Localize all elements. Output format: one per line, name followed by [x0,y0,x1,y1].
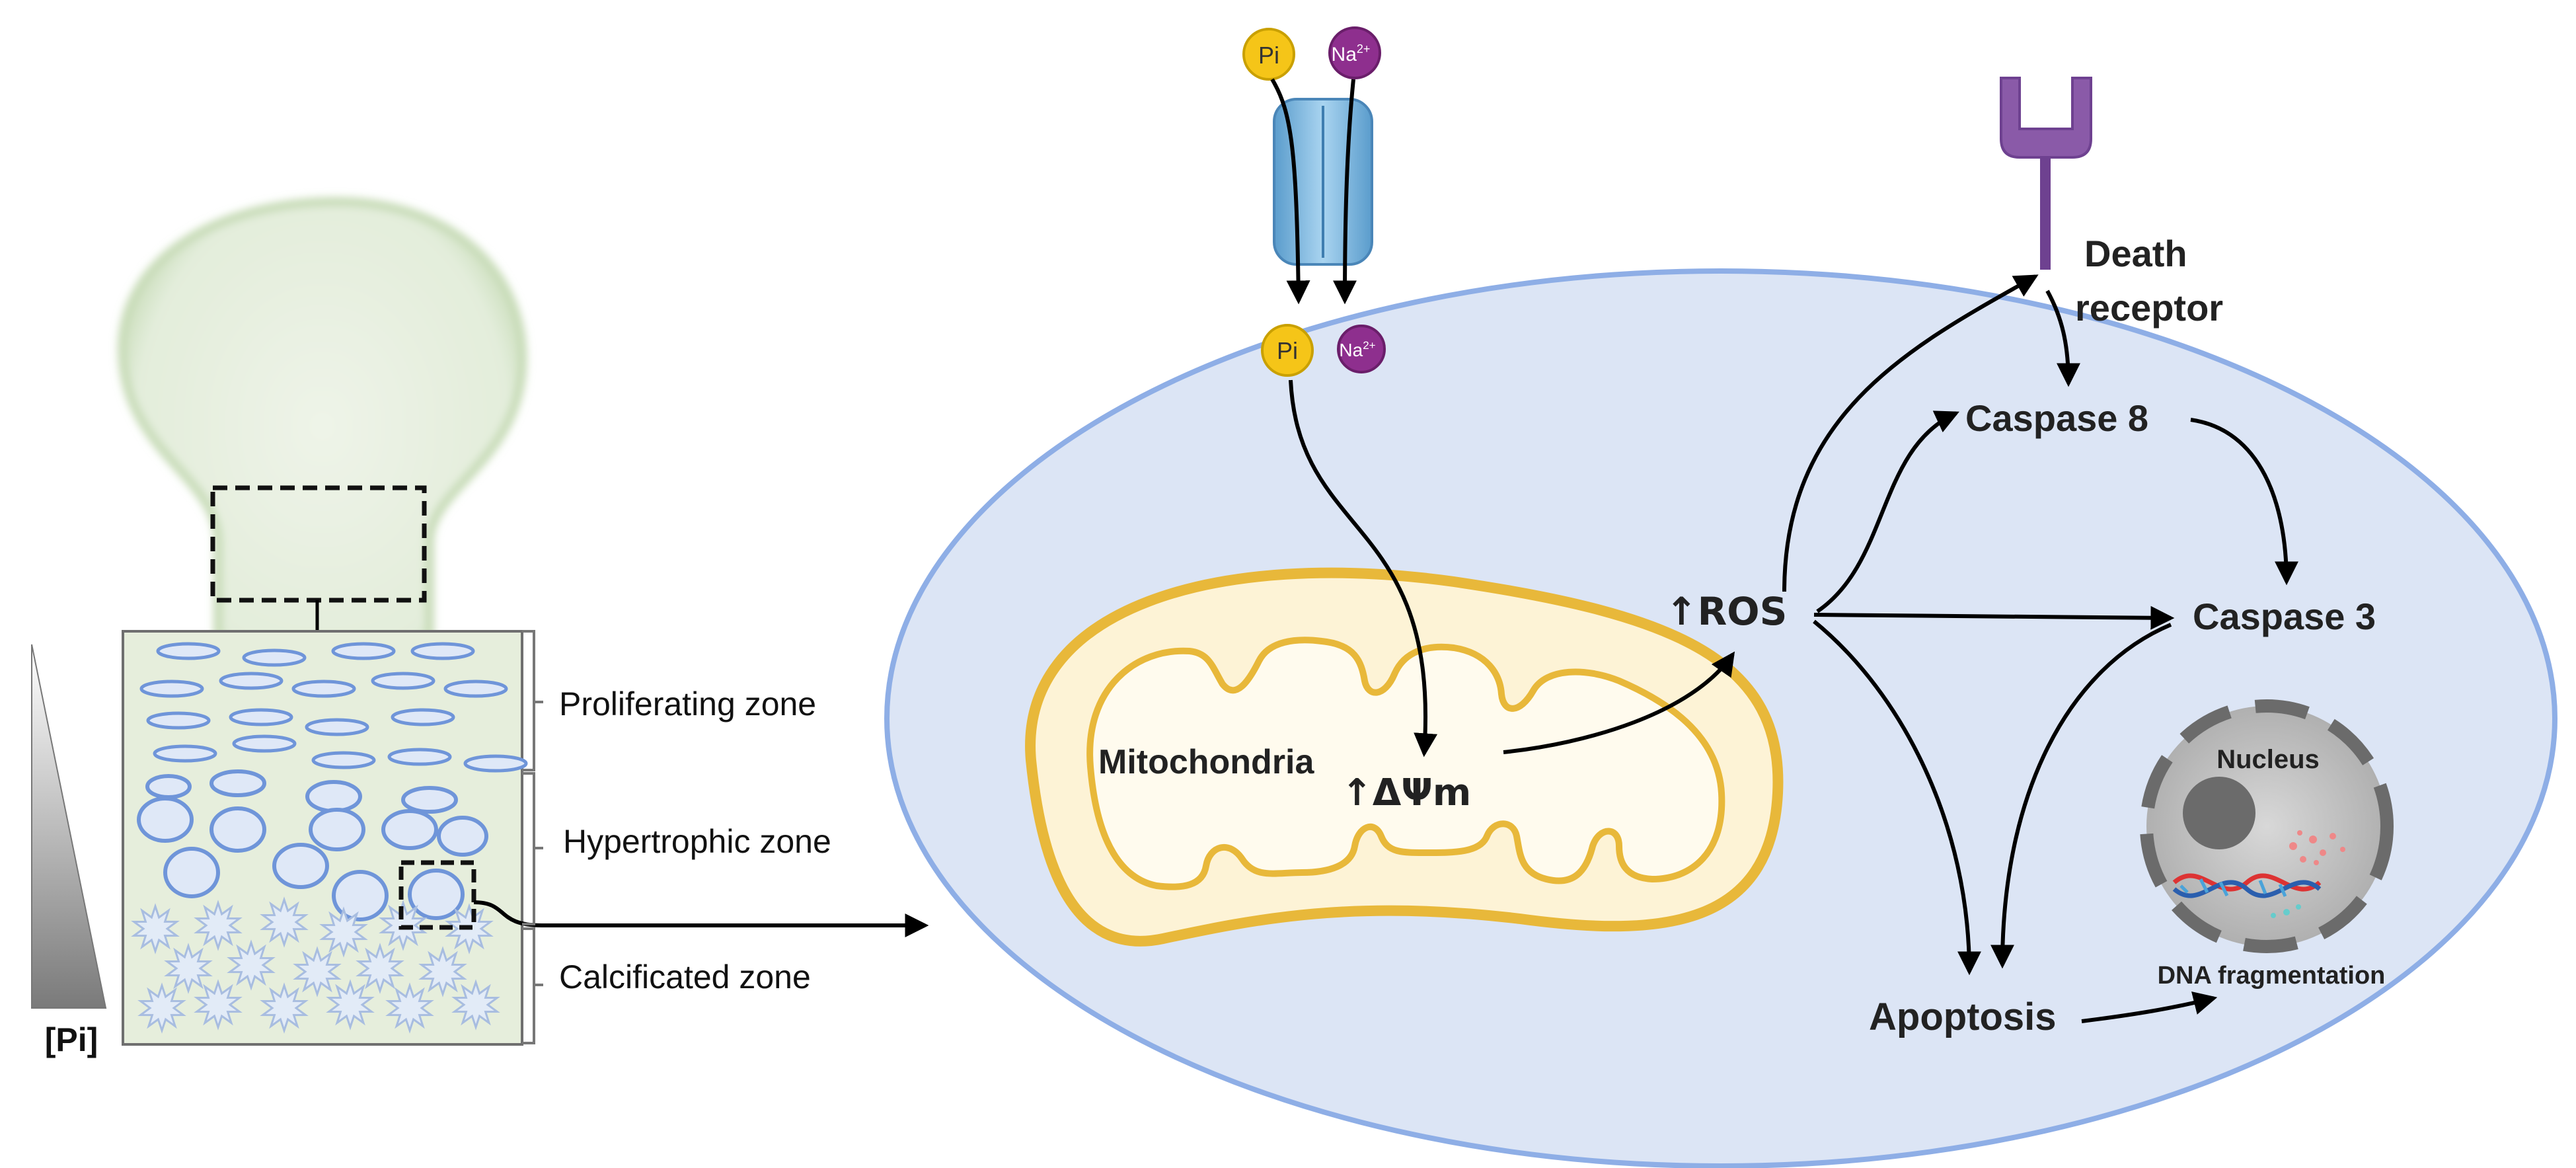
calcified-cell [131,903,180,954]
arrow-receptor-to-caspase8 [2045,290,2080,387]
zone-label-calcificated: Calcificated zone [559,958,811,995]
calcified-cell [260,896,309,948]
zone-brackets [522,630,543,1044]
hypertrophic-cell [332,870,389,921]
arrow-caspase8-to-caspase3 [2190,418,2298,586]
calcified-cell [319,906,368,958]
proliferating-cell [291,680,356,698]
apoptosis-label: Apoptosis [1869,995,2057,1038]
death-receptor-label: Death receptor [2075,233,2223,329]
proliferating-cell [387,748,452,766]
proliferating-cell [156,642,221,660]
caspase-8-label: Caspase 8 [1965,397,2148,439]
hypertrophic-cell [163,847,220,898]
na-transport-arrow [1333,79,1357,305]
hypertrophic-cell [145,774,192,799]
proliferating-cell [331,642,396,660]
calcified-cell [418,946,467,997]
zone-label-proliferating: Proliferating zone [559,685,816,722]
proliferating-cell [371,672,436,690]
pi-ion-outside: Pi [1242,28,1295,81]
hypertrophic-cell [137,797,194,843]
proliferating-cell [391,708,455,726]
calcified-cell [164,943,213,994]
zoom-arrow-cell [473,900,929,937]
calcified-cells [131,896,500,1034]
proliferating-cell [146,711,211,730]
nucleus [2140,699,2394,953]
arrow-caspase3-to-apoptosis [1990,623,2172,969]
calcified-cell [194,979,243,1031]
nucleus-label: Nucleus [2216,745,2320,774]
zoom-box-cell [398,860,476,930]
hypertrophic-cell [209,769,266,797]
calcified-cell [227,939,276,991]
caspase-3-label: Caspase 3 [2193,596,2376,637]
proliferating-cells [139,642,528,773]
mitochondrion [1025,567,1784,947]
mitochondria-label: Mitochondria [1098,743,1315,781]
ros-label: ↑ROS [1665,589,1787,634]
delta-psi-m-label: ↑ΔΨm [1342,771,1471,814]
pi-ion-inside: Pi [1261,324,1314,377]
proliferating-cell [463,754,528,773]
svg-text:Na2+: Na2+ [1339,339,1375,360]
hypertrophic-cell [408,869,465,920]
svg-text:Pi: Pi [1258,42,1279,69]
hypertrophic-cell [272,843,329,889]
na-ion-inside: Na2+ [1337,325,1386,373]
hypertrophic-cells [137,769,488,921]
arrow-ros-to-caspase8 [1816,410,1959,613]
proliferating-cell [232,734,297,753]
hypertrophic-cell [437,816,488,857]
pathway-arrows [1289,274,2298,1023]
svg-text:Pi: Pi [1277,337,1298,364]
calcified-cell [293,946,342,997]
dna-fragmentation-label: DNA fragmentation [2158,962,2386,990]
arrow-apoptosis-to-dna-fragmentation [2081,991,2218,1023]
arrow-ros-to-caspase3 [1813,605,2175,630]
pi-gradient-label: [Pi] [45,1021,98,1058]
calcified-cell [137,982,186,1034]
proliferating-cell [139,680,204,698]
hypertrophic-cell [309,808,365,851]
pi-gradient-wedge [31,644,107,1009]
arrow-pi-to-delta-psi [1289,379,1438,758]
hypertrophic-cell [381,809,438,850]
proliferating-cell [311,751,376,769]
proliferating-cell [219,672,284,690]
proliferating-cell [305,718,369,736]
hypertrophic-cell [305,780,362,813]
calcified-cell [385,982,434,1034]
zone-label-hypertrophic: Hypertrophic zone [563,823,831,860]
svg-text:Na2+: Na2+ [1332,42,1371,65]
calcified-cell [326,979,375,1031]
proliferating-cell [153,744,217,763]
hypertrophic-cell [401,786,458,814]
proliferating-cell [410,642,475,660]
pi-transport-arrow [1270,78,1310,305]
hypertrophic-cell [209,806,266,853]
calcified-cell [451,979,500,1031]
calcified-cell [260,982,309,1034]
arrow-delta-psi-to-ros [1503,651,1735,754]
arrow-ros-to-death-receptor [1782,274,2039,592]
proliferating-cell [443,680,508,698]
bone-epiphysis-shape [117,196,527,705]
death-receptor [2000,77,2092,270]
calcified-cell [194,900,243,951]
arrow-ros-to-apoptosis [1813,619,1981,976]
calcified-cell [356,943,404,994]
proliferating-cell [229,708,293,726]
na-ion-outside: Na2+ [1328,26,1381,79]
proliferating-cell [242,648,307,667]
